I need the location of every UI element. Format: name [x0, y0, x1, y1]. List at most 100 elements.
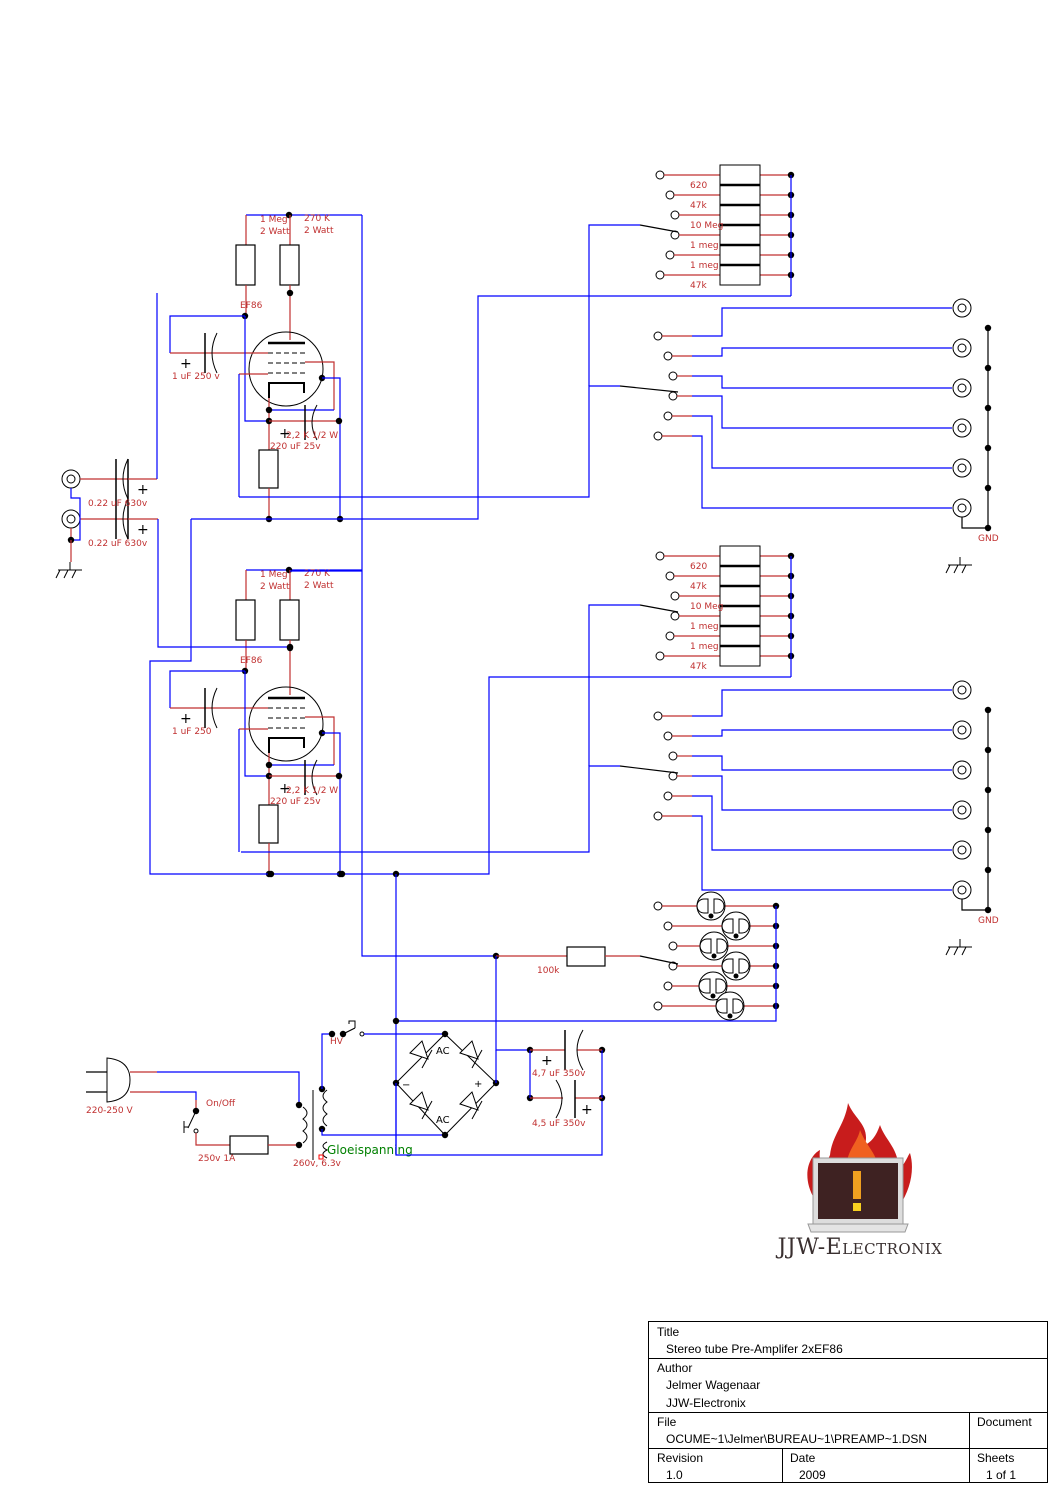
rca-jack-icon [952, 880, 972, 900]
wire [692, 689, 952, 717]
rca-jack-pin [957, 885, 967, 895]
rca-jack-icon [952, 458, 972, 478]
wire [157, 519, 290, 648]
wire [191, 295, 791, 520]
label: 1 Meg [260, 215, 288, 225]
label: 1 uF 250 v [172, 372, 220, 382]
label: 2,2 K 1/2 W [286, 786, 338, 796]
switch-contact [653, 811, 663, 821]
transformer-primary [302, 1106, 308, 1144]
wire [495, 956, 530, 1051]
ground-icon [55, 562, 82, 579]
rca-jack-icon [952, 840, 972, 860]
wire [239, 385, 620, 498]
label: 220 uF 25v [270, 442, 321, 452]
label: 1 uF 250 [172, 727, 212, 737]
label: 4,5 uF 350v [532, 1119, 586, 1129]
label: 260v, 6.3v [293, 1159, 342, 1169]
resistor [566, 946, 606, 967]
tube-cathode [268, 382, 305, 398]
rca-jack-pin [957, 343, 967, 353]
label: 10 Meg [690, 221, 723, 231]
output-socket-icon [698, 971, 728, 1001]
switch-contact [655, 551, 665, 561]
junction-dot [338, 870, 346, 878]
wire [305, 716, 335, 765]
label: 47k [690, 662, 707, 672]
wire [361, 215, 496, 957]
wire [322, 377, 341, 519]
date-label: Date [790, 1451, 816, 1465]
rca-jack-pin [957, 463, 967, 473]
plus-sign: + [137, 482, 149, 498]
author-row: Author Jelmer Wagenaar JJW-Electronix [649, 1358, 1047, 1413]
output-socket-icon [699, 931, 729, 961]
wire [692, 729, 952, 737]
output-socket-icon [715, 991, 745, 1021]
wire [342, 1027, 356, 1035]
label: 2 Watt [260, 582, 290, 592]
wire [195, 1133, 230, 1146]
label: 0.22 uF 630v [88, 499, 148, 509]
switch-contact [668, 941, 678, 951]
junction-dot [335, 772, 343, 780]
switch-contact [655, 170, 665, 180]
wire [244, 671, 269, 777]
rca-jack-icon [952, 338, 972, 358]
label: 47k [690, 201, 707, 211]
label: + [474, 1079, 482, 1090]
revision-value: 1.0 [666, 1468, 683, 1482]
socket-pin [711, 953, 717, 959]
transformer-secondary [322, 1089, 328, 1127]
revision-label: Revision [657, 1451, 704, 1465]
label: 2,2 K 1/2 W [286, 431, 338, 441]
label: 1 meg [690, 622, 719, 632]
plus-sign: + [180, 711, 192, 727]
label: 2 Watt [260, 227, 290, 237]
switch-contact [663, 731, 673, 741]
label: 270 K [304, 569, 331, 579]
switch-contact [655, 651, 665, 661]
ef86-tube-icon [248, 331, 324, 407]
output-socket-icon [721, 951, 751, 981]
switch-contact [655, 270, 665, 280]
switch-contact [668, 751, 678, 761]
label: AC [436, 1115, 450, 1126]
switch-contact [665, 571, 675, 581]
switch-contact [670, 611, 680, 621]
wire [639, 955, 679, 965]
wire [160, 1091, 197, 1100]
wire [588, 224, 640, 386]
socket-pin [733, 973, 739, 979]
wire [639, 604, 679, 613]
label: 47k [690, 281, 707, 291]
label: 10 Meg [690, 602, 723, 612]
switch-contact [670, 210, 680, 220]
resistor [279, 599, 300, 641]
rca-jack-pin [957, 423, 967, 433]
plus-sign: + [180, 356, 192, 372]
switch-contact [359, 1031, 365, 1037]
label: 1 meg [690, 241, 719, 251]
wire [692, 815, 952, 891]
switch-contact [653, 331, 663, 341]
wire [395, 1083, 603, 1156]
wire [619, 765, 679, 774]
switch-contact [653, 1001, 663, 1011]
rca-jack-pin [66, 514, 76, 524]
plus-sign: + [541, 1053, 553, 1069]
resistor [279, 244, 300, 286]
wire [692, 375, 952, 389]
ground-icon [945, 557, 972, 574]
rca-jack-pin [957, 503, 967, 513]
switch-contact [663, 351, 673, 361]
plus-sign: + [279, 426, 291, 442]
wire [396, 906, 777, 1022]
resistor [258, 804, 279, 844]
capacitor-plate-curved [311, 404, 318, 441]
capacitor-plate-curved [211, 687, 218, 729]
plus-sign: + [279, 781, 291, 797]
heater-terminal [318, 1154, 324, 1160]
wire [692, 775, 952, 811]
rca-jack-icon [952, 800, 972, 820]
